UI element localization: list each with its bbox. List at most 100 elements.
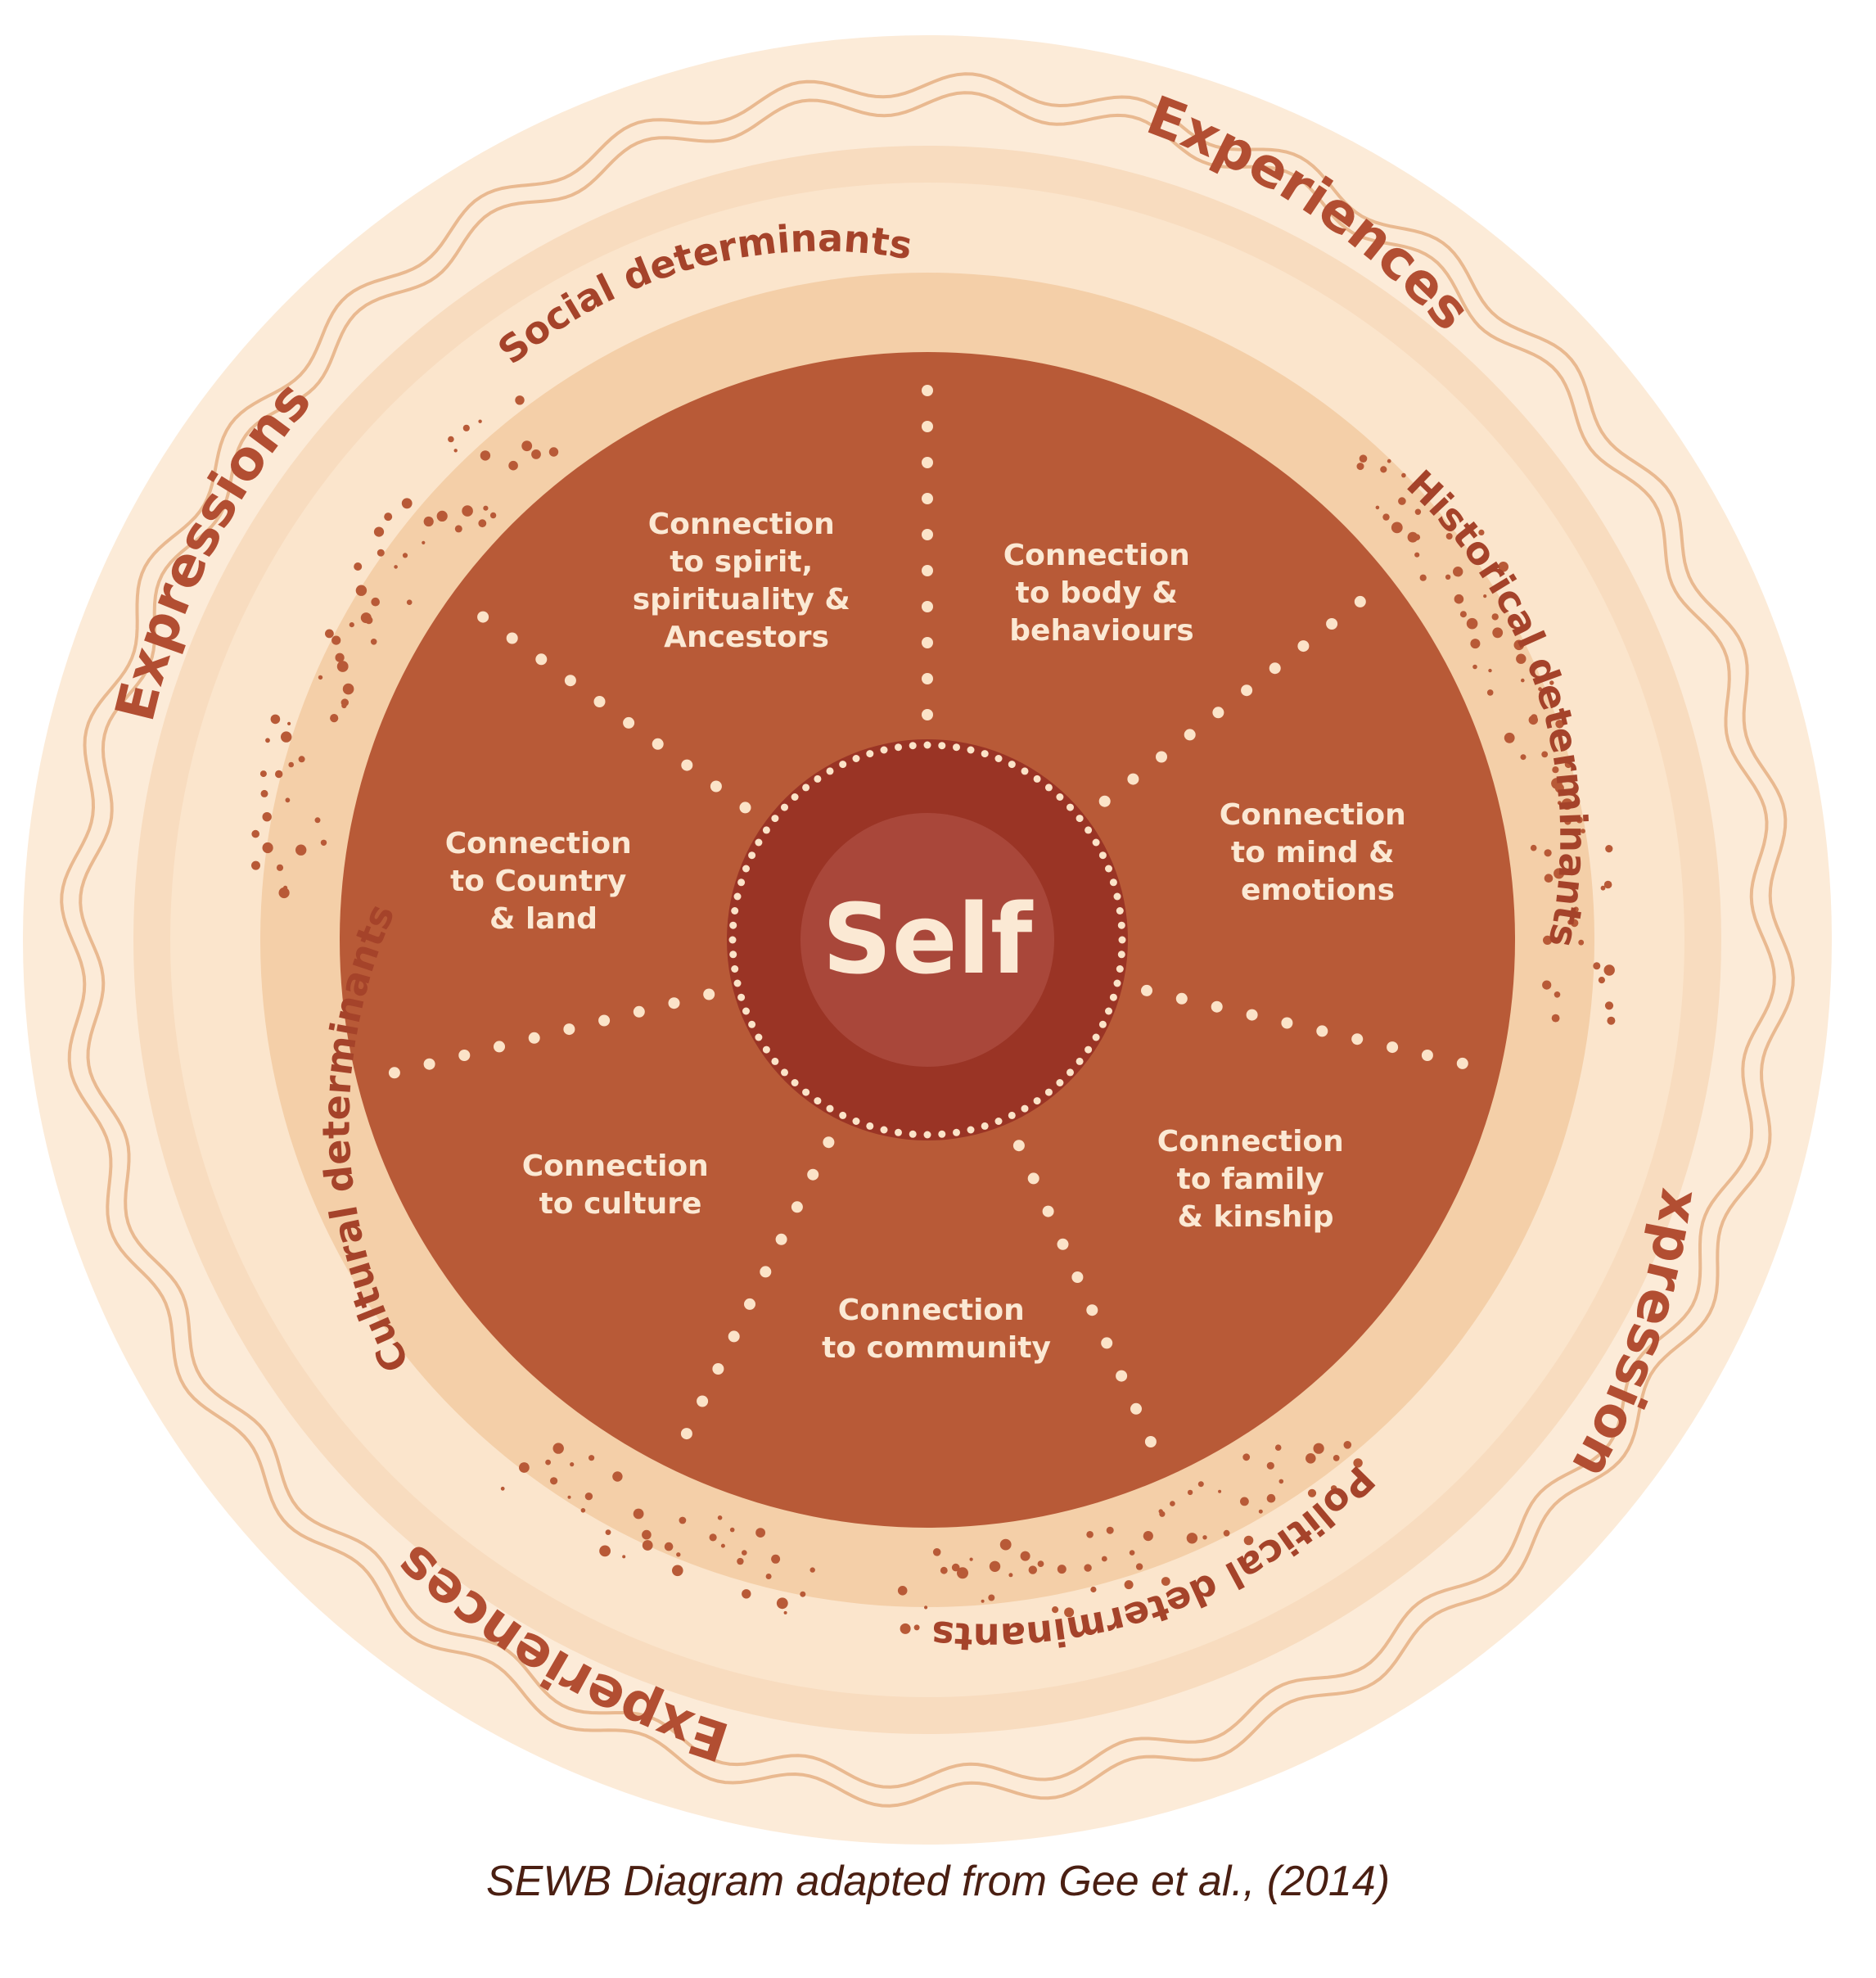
determinant-dot	[478, 519, 487, 528]
determinant-dot	[1020, 1551, 1030, 1561]
dotted-spokes	[388, 385, 1468, 1447]
determinant-dot	[1513, 639, 1525, 651]
determinant-dot	[314, 817, 321, 824]
determinant-dot	[1570, 919, 1579, 928]
spoke-dot	[1101, 1337, 1113, 1349]
spoke-dot	[1156, 751, 1167, 763]
self-ring-dot	[1085, 1045, 1093, 1054]
determinant-dot	[422, 540, 426, 545]
determinant-dot	[1520, 754, 1527, 761]
spoke-dot	[922, 529, 933, 540]
determinant-dot	[483, 505, 489, 511]
self-ring-dot	[1044, 784, 1053, 792]
spoke-dot	[633, 1005, 645, 1018]
determinant-dot	[478, 419, 482, 423]
determinant-dot	[480, 450, 491, 461]
determinant-dot	[1542, 980, 1552, 990]
determinant-dot	[989, 1560, 1001, 1573]
spoke-dot	[458, 1050, 471, 1061]
determinant-dot	[1356, 463, 1364, 471]
self-ring-dot	[1021, 1104, 1029, 1113]
determinant-dot	[370, 639, 377, 645]
determinant-dot	[334, 716, 338, 720]
determinant-dot	[720, 1543, 725, 1548]
determinant-dot	[809, 1567, 815, 1573]
self-ring-dot	[1092, 838, 1100, 847]
determinant-dot	[969, 1557, 973, 1561]
self-ring-dot	[1067, 803, 1074, 811]
spoke-dot	[922, 673, 933, 684]
determinant-dot	[1359, 454, 1368, 463]
self-ring-dot	[733, 892, 742, 901]
spoke-dot	[1212, 707, 1224, 719]
wavy-line-outer	[60, 72, 1795, 1808]
determinant-dot	[1555, 720, 1564, 729]
determinant-dot	[402, 553, 408, 558]
determinant-dot	[394, 565, 398, 569]
self-ring-dot	[953, 743, 960, 752]
spoke-dot	[697, 1395, 709, 1407]
determinant-dot	[737, 1557, 744, 1565]
determinant-dot	[531, 449, 541, 459]
self-ring-dot	[1033, 1097, 1041, 1105]
determinant-dot	[406, 599, 413, 605]
spoke-dot	[563, 1023, 575, 1036]
determinant-dot	[1561, 910, 1565, 914]
self-ring-dot	[839, 761, 847, 769]
determinant-dot	[1454, 594, 1464, 604]
self-ring-dot	[866, 1122, 874, 1130]
determinant-dot	[1353, 1458, 1363, 1468]
segment-mind: Connection to mind & emotions	[1220, 798, 1417, 907]
determinant-dot	[1504, 732, 1515, 743]
self-ring-dot	[1008, 761, 1016, 769]
determinant-dot	[270, 714, 281, 725]
determinant-dot	[1398, 497, 1406, 505]
self-ring-dot	[895, 743, 902, 752]
self-ring-dot	[755, 838, 763, 847]
self-ring-dot	[1098, 851, 1107, 860]
spoke-dot	[1027, 1172, 1039, 1185]
self-ring-dot	[938, 742, 946, 750]
self-ring-dot	[755, 1033, 763, 1041]
spoke-dot	[791, 1201, 803, 1213]
determinant-dot	[642, 1529, 652, 1540]
spoke-dot	[1042, 1205, 1054, 1217]
determinant-dot	[1187, 1489, 1193, 1496]
determinant-dot	[1598, 977, 1605, 984]
determinant-dot	[462, 505, 473, 517]
determinant-dot	[1466, 617, 1478, 630]
determinant-dot	[1101, 1556, 1107, 1562]
segment-body: Connection to body & behaviours	[1003, 539, 1201, 648]
determinant-dot	[1578, 939, 1585, 946]
determinant-dot	[1057, 1565, 1067, 1574]
determinant-dot	[1453, 567, 1463, 577]
spoke-dot	[1071, 1271, 1084, 1283]
spoke-dot	[728, 1330, 740, 1343]
determinant-dot	[1516, 653, 1527, 664]
determinant-dot	[341, 702, 347, 709]
determinant-dot	[1387, 458, 1391, 463]
determinant-dot	[1202, 1535, 1207, 1540]
determinant-dot	[1605, 845, 1613, 853]
determinant-dot	[776, 1597, 788, 1610]
determinant-dot	[1549, 680, 1554, 685]
determinant-dot	[365, 616, 373, 625]
determinant-dot	[1557, 801, 1562, 806]
determinant-dot	[354, 562, 363, 571]
self-ring-dot	[953, 1128, 960, 1136]
spoke-dot	[668, 997, 680, 1009]
determinant-dot	[1343, 1441, 1352, 1449]
self-ring-dot	[791, 793, 799, 801]
spoke-dot	[712, 1363, 724, 1375]
spoke-dot	[598, 1014, 611, 1027]
self-ring-dot	[938, 1130, 946, 1138]
spoke-dot	[1144, 1436, 1157, 1447]
determinant-dot	[295, 844, 307, 856]
determinant-dot	[355, 585, 368, 596]
determinant-dot	[454, 525, 462, 533]
determinant-dot	[897, 1586, 908, 1596]
determinant-dot	[1135, 1563, 1143, 1570]
self-ring-dot	[852, 755, 860, 762]
self-ring-dot	[742, 865, 750, 873]
